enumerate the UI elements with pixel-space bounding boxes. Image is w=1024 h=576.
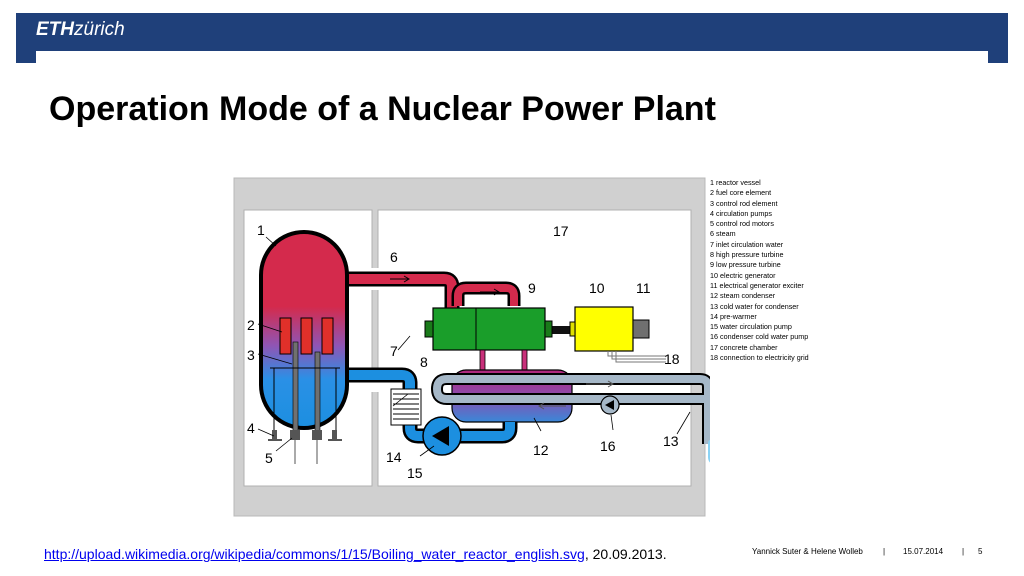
turbine <box>432 307 546 351</box>
legend-item: 13 cold water for condenser <box>710 301 799 311</box>
legend-item: 11 electrical generator exciter <box>710 280 804 290</box>
shaft <box>543 326 575 334</box>
footer-separator: | <box>962 547 965 556</box>
source-link[interactable]: http://upload.wikimedia.org/wikipedia/co… <box>44 546 585 562</box>
label-15: 15 <box>407 465 423 481</box>
exciter <box>632 319 650 339</box>
rod-motor-1 <box>290 430 300 440</box>
label-9: 9 <box>528 280 536 296</box>
slide-title: Operation Mode of a Nuclear Power Plant <box>49 90 716 128</box>
grid-connection <box>607 351 666 363</box>
legend-item: 17 concrete chamber <box>710 342 778 352</box>
source-date: , 20.09.2013. <box>584 546 667 562</box>
cooling-arrow-top <box>586 380 614 388</box>
logo-zurich: zürich <box>74 19 125 40</box>
fuel-element-3 <box>321 317 334 355</box>
label-17: 17 <box>553 223 569 239</box>
page-number: 5 <box>978 547 983 556</box>
label-8: 8 <box>420 354 428 370</box>
legend-item: 4 circulation pumps <box>710 208 772 218</box>
legend-item: 15 water circulation pump <box>710 322 792 332</box>
label-4: 4 <box>247 420 255 436</box>
cooling-arrow-bottom <box>538 402 566 410</box>
generator-stub <box>569 321 576 337</box>
reactor-diagram: 1 2 3 4 5 6 7 8 9 10 11 12 13 14 15 16 1… <box>233 177 710 517</box>
legend-item: 12 steam condenser <box>710 291 776 301</box>
logo-eth: ETH <box>36 19 74 40</box>
water-pump-arrow <box>432 426 449 446</box>
eth-logo: ETHzürich <box>36 19 125 41</box>
label-13: 13 <box>663 433 679 449</box>
steam-arrow <box>390 275 410 283</box>
legend-item: 16 condenser cold water pump <box>710 332 809 342</box>
legend-item: 8 high pressure turbine <box>710 250 784 260</box>
water-reservoir <box>708 440 710 463</box>
label-16: 16 <box>600 438 616 454</box>
turbine-bearing-left <box>424 320 434 338</box>
fuel-element-2 <box>300 317 313 355</box>
source-citation: http://upload.wikimedia.org/wikipedia/co… <box>44 546 667 562</box>
footer-authors: Yannick Suter & Helene Wolleb <box>752 547 863 556</box>
footer-date: 15.07.2014 <box>903 547 944 556</box>
steam-pipe-fill <box>340 274 457 312</box>
label-2: 2 <box>247 317 255 333</box>
label-5: 5 <box>265 450 273 466</box>
legend-item: 7 inlet circulation water <box>710 239 784 249</box>
label-6: 6 <box>390 249 398 265</box>
diagram-legend: 1 reactor vessel 2 fuel core element 3 c… <box>710 178 809 363</box>
circulation-pump-left <box>272 430 277 440</box>
header-tab-right <box>988 51 1008 63</box>
rod-motor-2 <box>312 430 322 440</box>
crossover-pipe-fill <box>454 284 518 306</box>
turbine-bearing-right <box>544 320 553 338</box>
pre-warmer-coils <box>393 393 419 420</box>
legend-item: 6 steam <box>710 229 736 239</box>
legend-item: 2 fuel core element <box>710 188 772 198</box>
legend-item: 18 connection to electricity grid <box>710 353 809 363</box>
legend-item: 1 reactor vessel <box>710 178 761 187</box>
footer-separator: | <box>883 547 886 556</box>
legend-item: 3 control rod element <box>710 198 778 208</box>
label-14: 14 <box>386 449 402 465</box>
generator <box>574 306 634 352</box>
header-bar <box>16 13 1008 51</box>
label-10: 10 <box>589 280 605 296</box>
label-7: 7 <box>390 343 398 359</box>
cooling-water-pipe-fill <box>432 375 710 444</box>
circulation-pump-right <box>332 430 337 440</box>
cold-water-pump-arrow <box>605 400 614 410</box>
legend-item: 10 electric generator <box>710 270 776 280</box>
crossover-arrow <box>480 288 500 296</box>
label-3: 3 <box>247 347 255 363</box>
legend-item: 9 low pressure turbine <box>710 260 781 270</box>
legend-item: 5 control rod motors <box>710 219 774 229</box>
label-1: 1 <box>257 222 265 238</box>
leader-lines <box>257 236 691 457</box>
label-12: 12 <box>533 442 549 458</box>
control-rod-2 <box>314 351 321 433</box>
control-rod-1 <box>292 341 299 433</box>
label-11: 11 <box>636 280 651 296</box>
label-18: 18 <box>664 351 680 367</box>
header-tab-left <box>16 51 36 63</box>
legend-item: 14 pre-warmer <box>710 311 757 321</box>
fuel-element-1 <box>279 317 292 355</box>
